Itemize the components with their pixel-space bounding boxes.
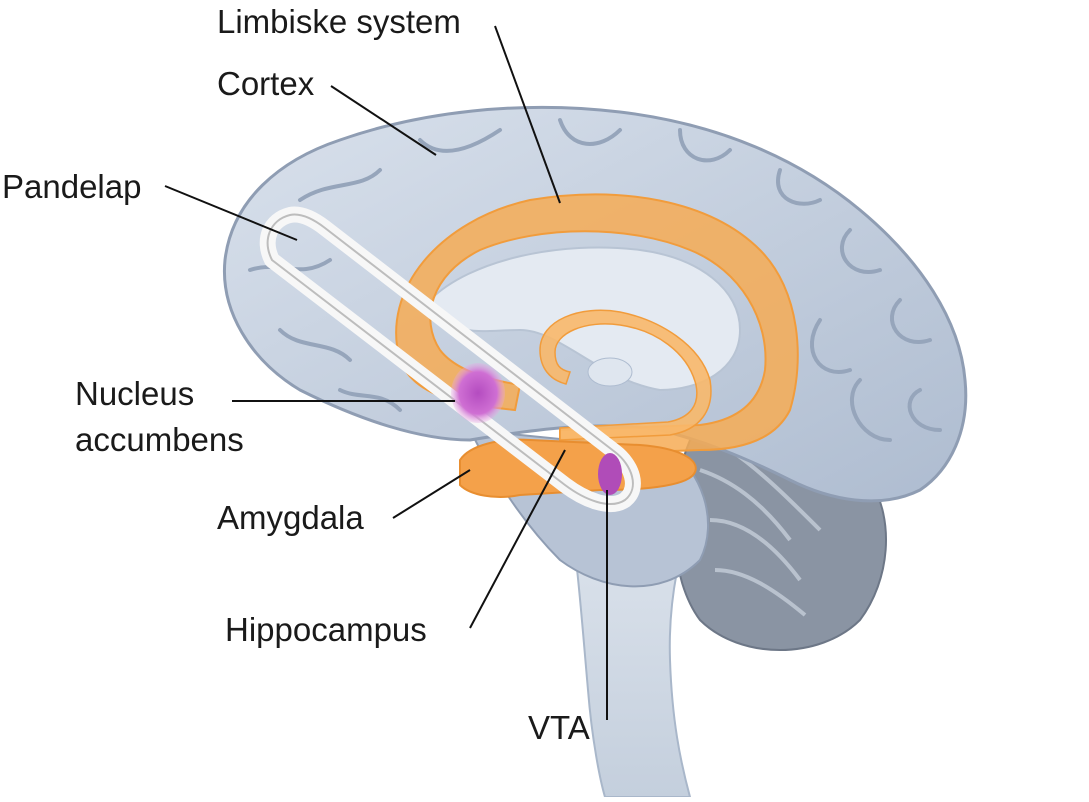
cerebellum-arbor <box>699 448 822 617</box>
leader-cortex <box>330 85 437 156</box>
label-vta: VTA <box>528 709 590 746</box>
thalamus <box>587 357 633 387</box>
label-cortex: Cortex <box>217 65 315 102</box>
leader-pandelap <box>164 185 298 241</box>
leader-limbic <box>494 25 561 204</box>
vta-highlight <box>598 453 622 495</box>
label-nucleus-line1: Nucleus <box>75 375 195 412</box>
leader-amygdala <box>392 469 471 519</box>
nucleus-accumbens-highlight <box>451 363 505 423</box>
leader-hippocampus <box>469 449 566 629</box>
gyri <box>248 118 942 442</box>
reward-pathway-outline <box>266 213 634 505</box>
leader-lines <box>164 25 608 720</box>
label-frontal-lobe: Pandelap <box>2 168 142 205</box>
label-limbic-system: Limbiske system <box>217 3 461 40</box>
label-nucleus-line2: accumbens <box>75 421 244 458</box>
label-amygdala: Amygdala <box>217 499 364 536</box>
label-hippocampus: Hippocampus <box>225 611 427 648</box>
fornix-arc <box>539 309 712 441</box>
